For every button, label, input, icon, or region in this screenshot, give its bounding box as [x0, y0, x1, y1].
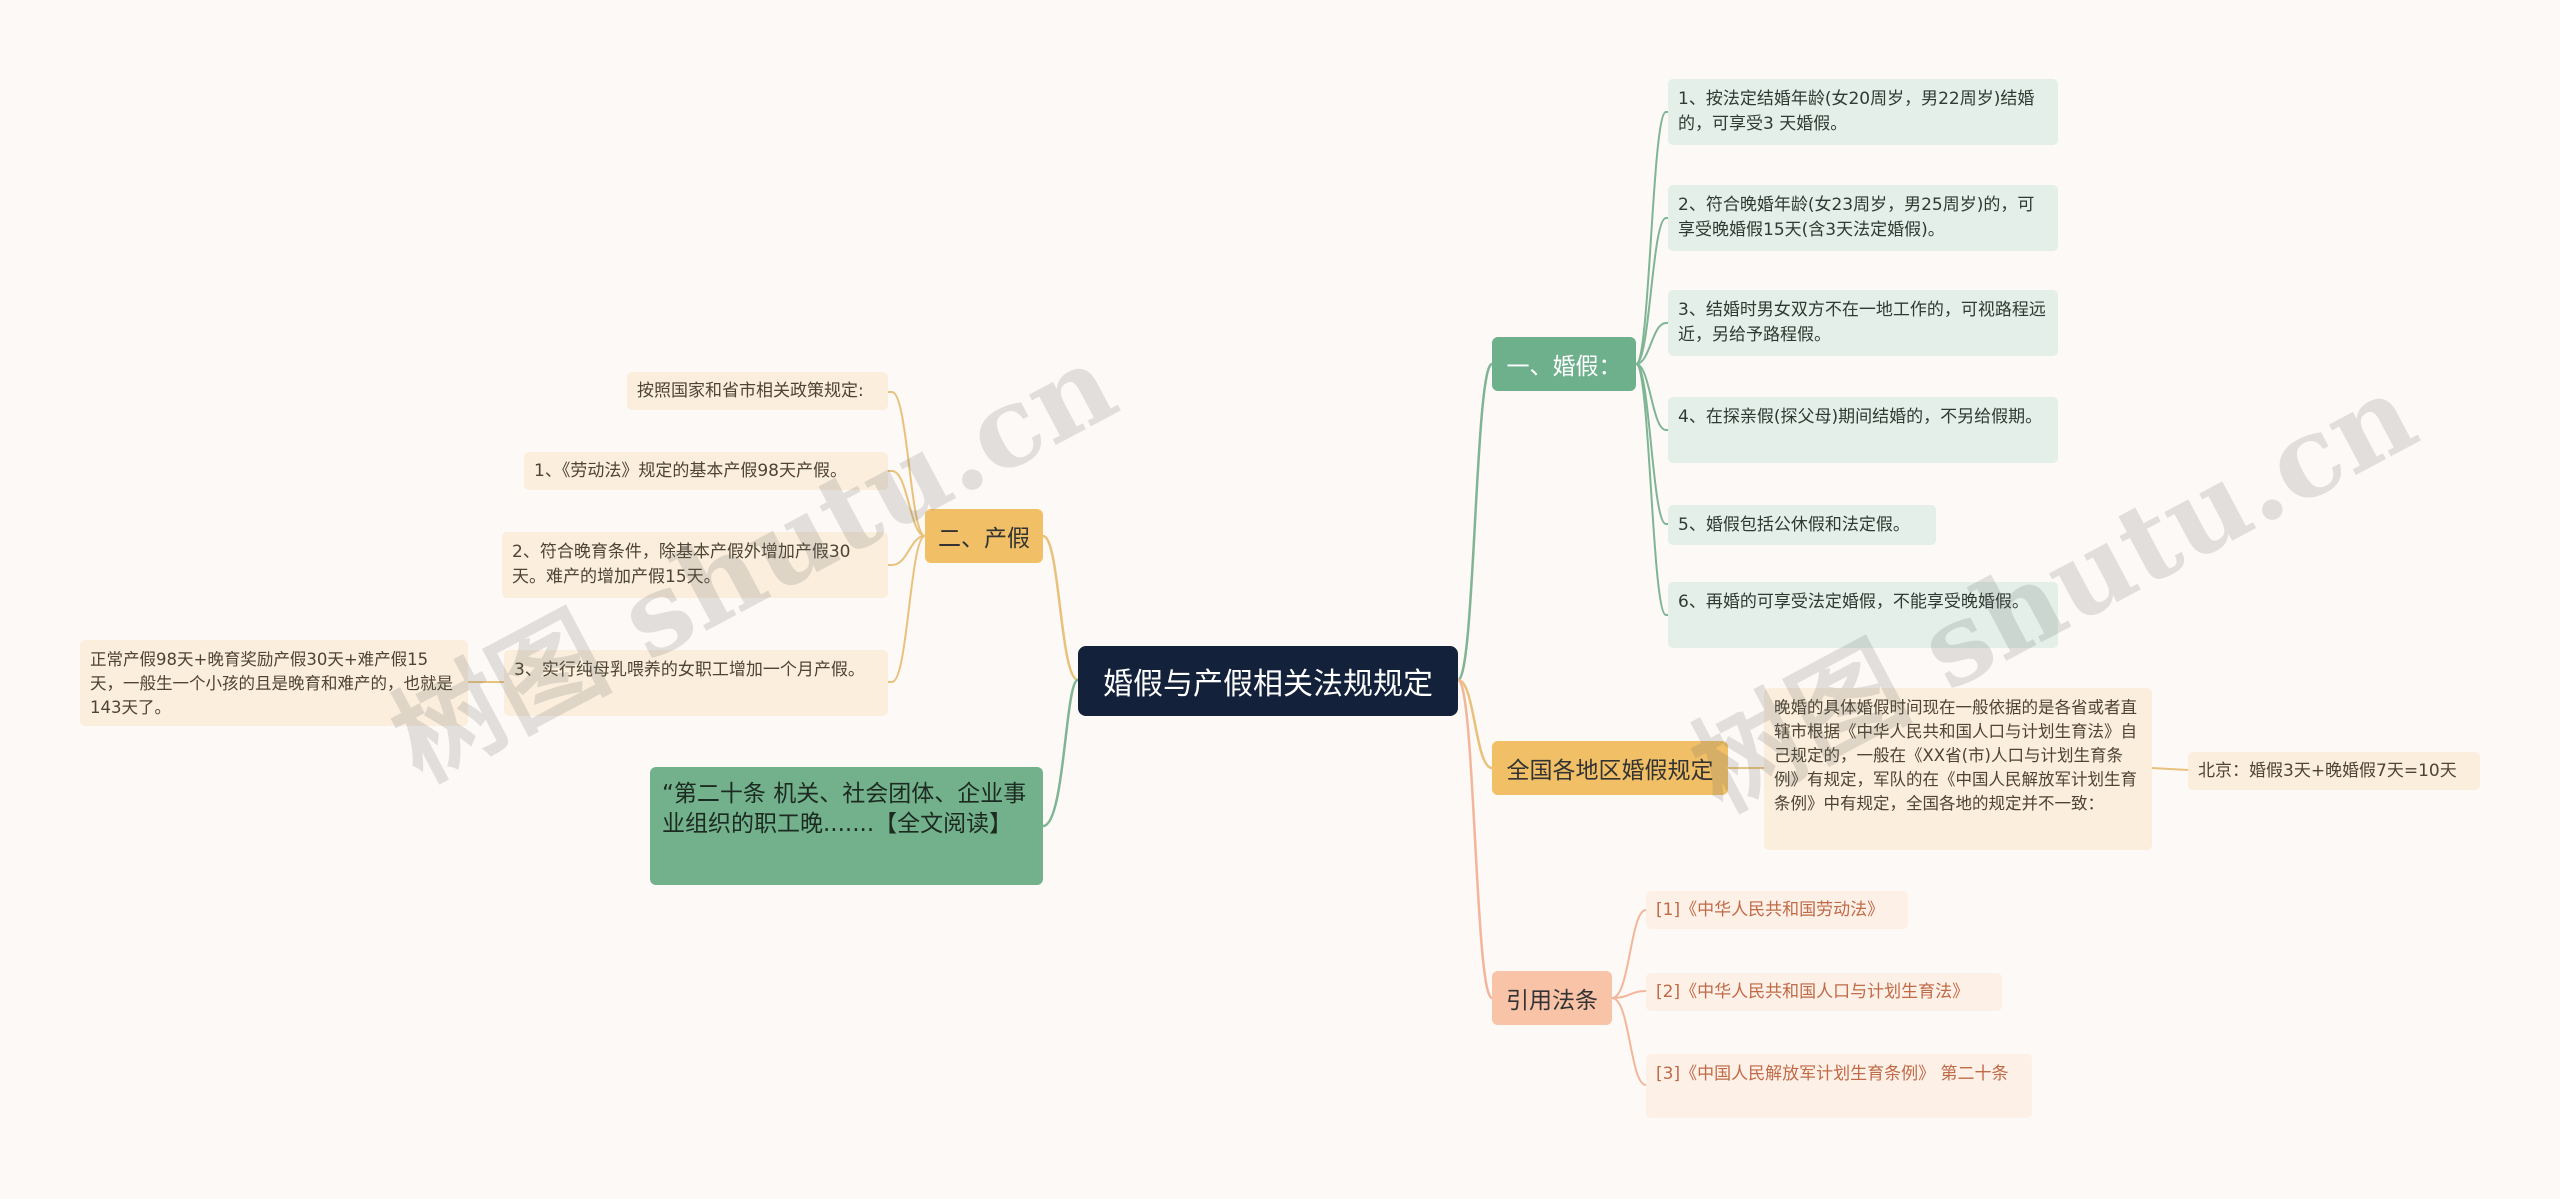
branch-maternity-leave[interactable]: 二、产假 [925, 509, 1043, 563]
branch-references[interactable]: 引用法条 [1492, 971, 1612, 1025]
regional-description[interactable]: 晚婚的具体婚假时间现在一般依据的是各省或者直辖市根据《中华人民共和国人口与计划生… [1764, 688, 2152, 850]
marriage-item-4[interactable]: 4、在探亲假(探父母)期间结婚的，不另给假期。 [1668, 397, 2058, 463]
reference-1[interactable]: [1]《中华人民共和国劳动法》 [1646, 891, 1908, 929]
marriage-item-3[interactable]: 3、结婚时男女双方不在一地工作的，可视路程远近，另给予路程假。 [1668, 290, 2058, 356]
branch-marriage-leave[interactable]: 一、婚假： [1492, 337, 1636, 391]
link-desc-example [2151, 767, 2189, 771]
link-maternity-0 [888, 391, 926, 537]
reference-3[interactable]: [3]《中国人民解放军计划生育条例》 第二十条 [1646, 1054, 2032, 1118]
link-marriage-3 [1635, 322, 1668, 365]
link-ref-2 [1611, 990, 1647, 999]
link-root-marriage [1456, 362, 1494, 682]
marriage-item-1[interactable]: 1、按法定结婚年龄(女20周岁，男22周岁)结婚的，可享受3 天婚假。 [1668, 79, 2058, 145]
maternity-item-1[interactable]: 1、《劳动法》规定的基本产假98天产假。 [524, 452, 888, 490]
link-ref-1 [1611, 909, 1647, 999]
marriage-item-6[interactable]: 6、再婚的可享受法定婚假，不能享受晚婚假。 [1668, 582, 2058, 648]
link-marriage-1 [1635, 111, 1668, 365]
link-root-quote [1042, 678, 1080, 828]
reference-2[interactable]: [2]《中华人民共和国人口与计划生育法》 [1646, 973, 2002, 1011]
link-root-regional [1457, 678, 1493, 770]
regional-example-beijing[interactable]: 北京：婚假3天+晚婚假7天=10天 [2188, 752, 2480, 790]
link-root-maternity [1042, 534, 1079, 682]
link-marriage-2 [1635, 217, 1668, 365]
maternity-total-note[interactable]: 正常产假98天+晚育奖励产假30天+难产假15天，一般生一个小孩的且是晚育和难产… [80, 640, 468, 726]
branch-regional-rules[interactable]: 全国各地区婚假规定 [1492, 741, 1728, 795]
link-maternity-3 [888, 535, 926, 683]
link-root-references [1456, 678, 1494, 1000]
link-marriage-6 [1635, 363, 1668, 616]
marriage-item-2[interactable]: 2、符合晚婚年龄(女23周岁，男25周岁)的，可享受晚婚假15天(含3天法定婚假… [1668, 185, 2058, 251]
root-topic[interactable]: 婚假与产假相关法规规定 [1078, 646, 1458, 716]
maternity-item-2[interactable]: 2、符合晚育条件，除基本产假外增加产假30天。难产的增加产假15天。 [502, 532, 888, 598]
marriage-item-5[interactable]: 5、婚假包括公休假和法定假。 [1668, 505, 1936, 545]
link-maternity-1 [888, 470, 926, 537]
link-marriage-5 [1635, 363, 1668, 525]
link-maternity-2 [888, 535, 926, 566]
link-marriage-4 [1635, 363, 1668, 431]
maternity-item-3[interactable]: 3、实行纯母乳喂养的女职工增加一个月产假。 [504, 650, 888, 716]
link-ref-3 [1611, 997, 1647, 1086]
maternity-intro[interactable]: 按照国家和省市相关政策规定: [627, 372, 888, 410]
law-quote-excerpt[interactable]: “第二十条 机关、社会团体、企业事业组织的职工晚.......【全文阅读】 [650, 767, 1043, 885]
